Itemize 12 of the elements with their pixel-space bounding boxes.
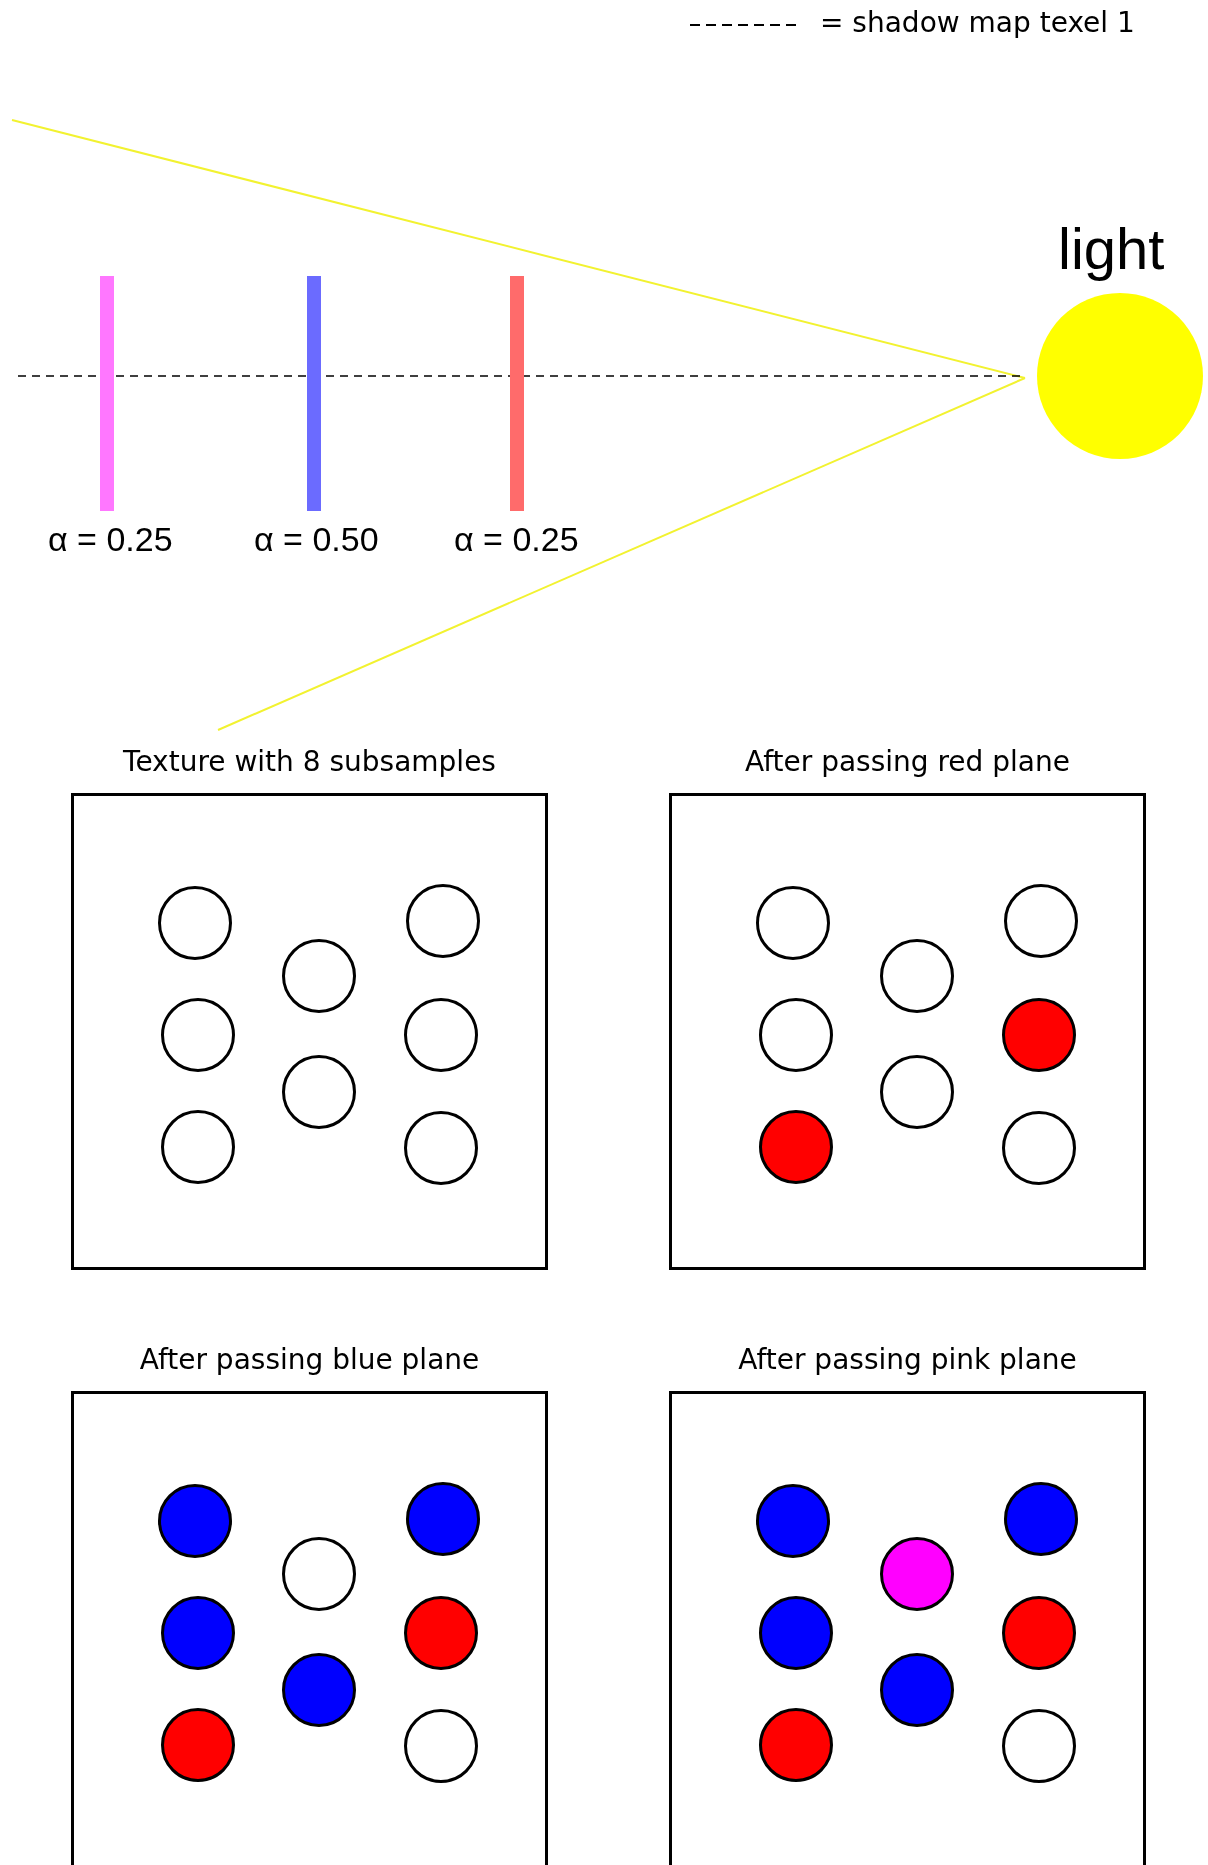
light-label: light	[1058, 215, 1165, 282]
alpha-label: α = 0.25	[48, 520, 173, 559]
panel-title: After passing red plane	[744, 745, 1071, 778]
panel-title: Texture with 8 subsamples	[122, 745, 497, 778]
legend-text: = shadow map texel 1	[820, 6, 1135, 39]
alpha-label: α = 0.25	[454, 520, 579, 559]
plane-bar	[307, 276, 321, 511]
plane-bar	[100, 276, 114, 511]
panel-title: After passing pink plane	[737, 1343, 1078, 1376]
plane-bar	[510, 276, 524, 511]
panel-title: After passing blue plane	[138, 1343, 481, 1376]
alpha-label: α = 0.50	[254, 520, 379, 559]
